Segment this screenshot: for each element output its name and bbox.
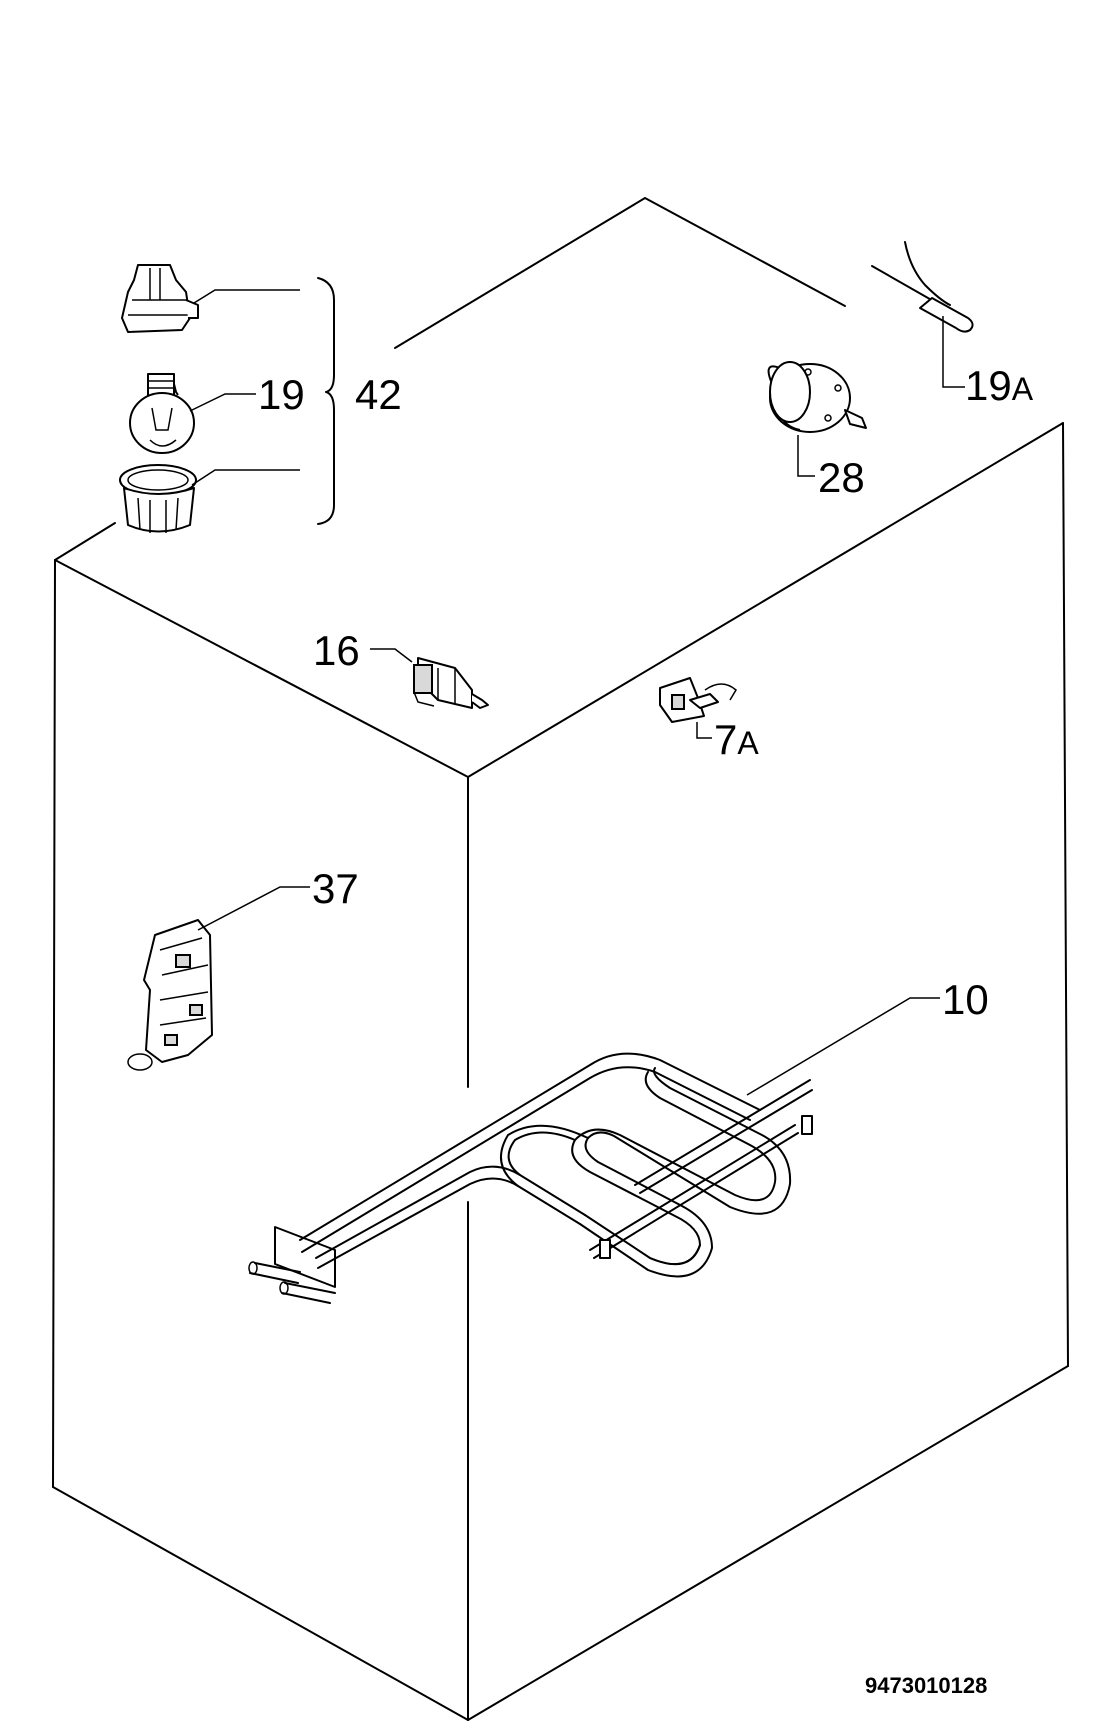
part-label-7A: 7A (714, 716, 759, 763)
leader-line-19 (189, 393, 256, 412)
part-label-42: 42 (355, 371, 402, 418)
leader-line-cover (191, 469, 300, 486)
part-label-37: 37 (312, 865, 359, 912)
document-number: 9473010128 (865, 1673, 987, 1698)
lampholder-icon[interactable] (121, 264, 199, 333)
leader-line-19A (942, 316, 965, 388)
leader-line-10 (746, 997, 940, 1096)
push-switch-icon[interactable] (413, 657, 489, 709)
part-label-10: 10 (942, 976, 989, 1023)
thermostat-knob-icon[interactable] (767, 361, 867, 433)
part-label-16: 16 (313, 627, 360, 674)
leader-line-lampholder (193, 289, 300, 304)
leader-line-28 (797, 435, 815, 477)
terminal-block-icon[interactable] (127, 919, 213, 1071)
leader-line-16 (370, 648, 413, 663)
oven-cabinet-outline (52, 197, 1069, 1721)
leader-line-37 (197, 886, 310, 931)
grill-heating-element-icon[interactable] (248, 1052, 813, 1304)
lamp-cover-glass-icon[interactable] (119, 464, 197, 533)
part-label-28: 28 (818, 454, 865, 501)
part-label-19: 19 (258, 371, 305, 418)
leader-line-7A (696, 722, 712, 739)
part-label-19A: 19A (965, 362, 1034, 409)
bracket-42 (317, 277, 335, 525)
door-micro-switch-icon[interactable] (659, 677, 737, 723)
oven-lamp-bulb-icon[interactable] (129, 373, 195, 454)
temperature-sensor-icon[interactable] (871, 241, 974, 333)
